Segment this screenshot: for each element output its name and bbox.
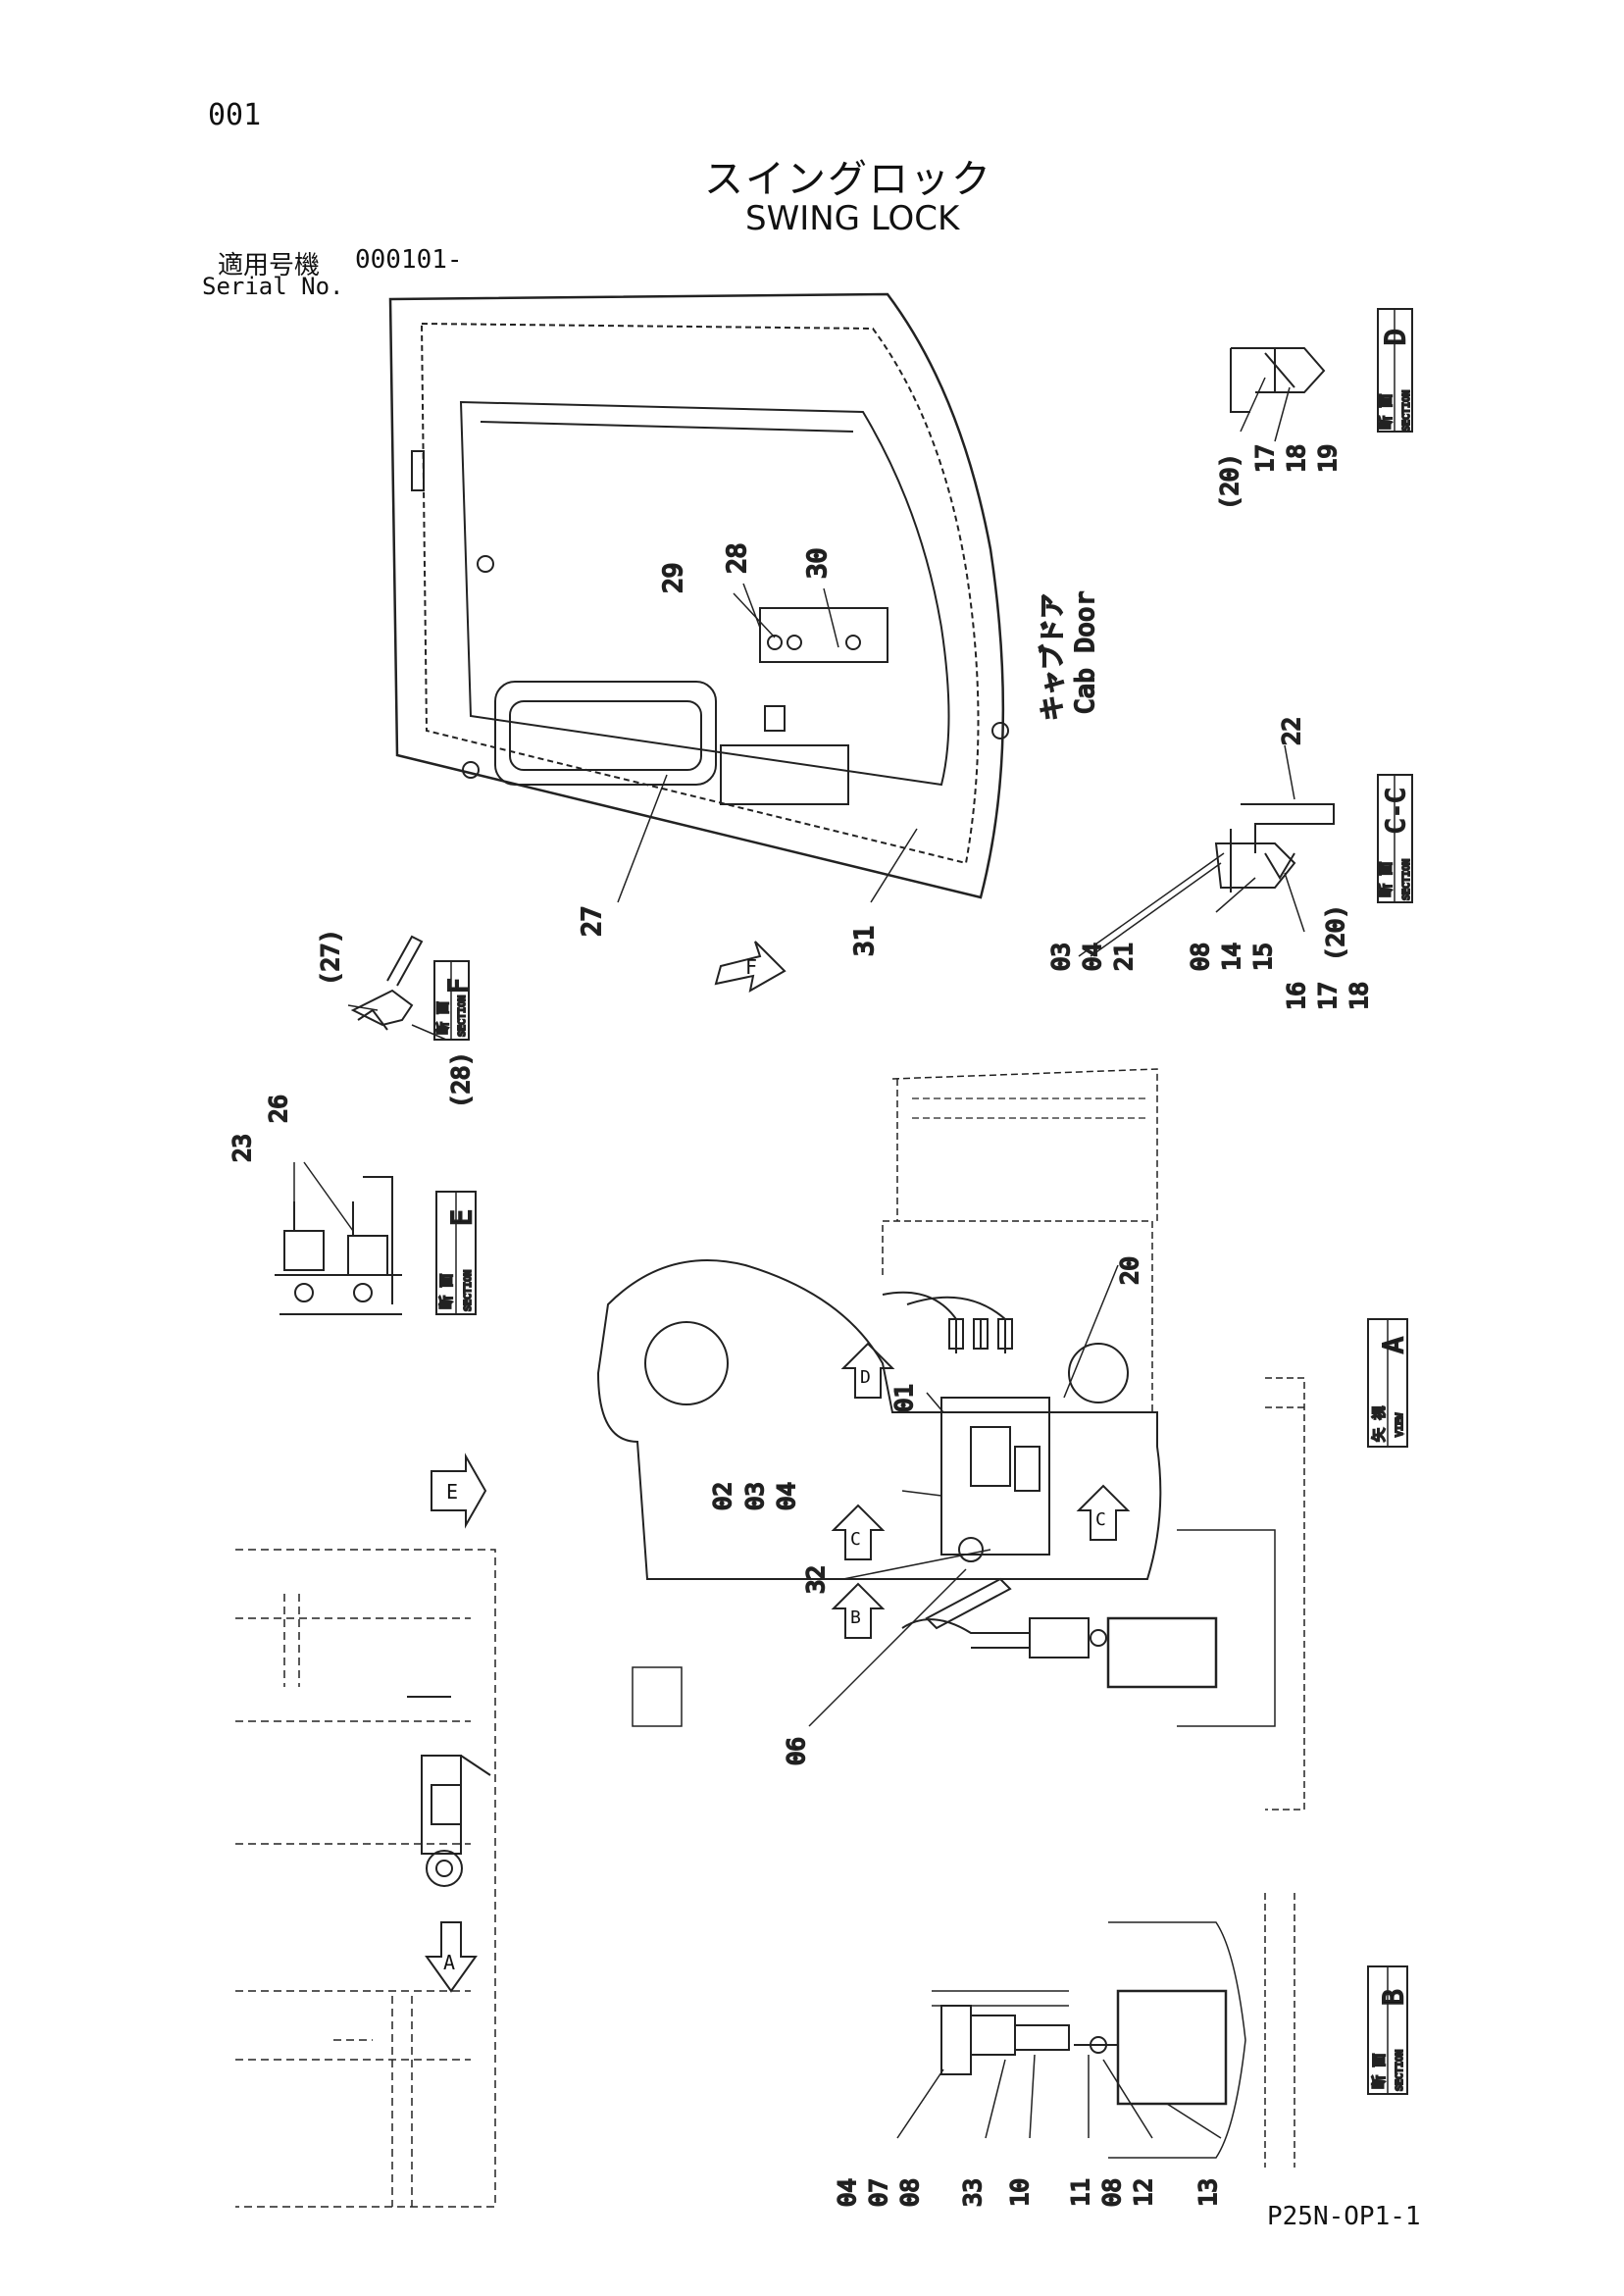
section-d-callout-19: 19 [1314, 444, 1342, 473]
title-english: SWING LOCK [745, 199, 960, 238]
view-arrow-b: B [831, 1582, 886, 1639]
view-a-callout-03: 03 [741, 1482, 769, 1510]
section-b-callout-33: 33 [959, 2178, 987, 2207]
section-f-drawing [347, 935, 470, 1041]
section-b-callout-08: 08 [896, 2178, 924, 2207]
section-b-callout-13: 13 [1194, 2178, 1222, 2207]
callout-29: 29 [659, 563, 688, 593]
section-d-word-jp: 断 面 [1379, 394, 1395, 430]
view-a-callout-04: 04 [773, 1482, 800, 1510]
arrow-c-right-letter: C [1095, 1509, 1106, 1530]
serial-label-english: Serial No. [202, 273, 344, 300]
section-d-callout-17: 17 [1251, 444, 1279, 473]
view-a-word-en: VIEW [1395, 1412, 1405, 1437]
section-d-callout-18: 18 [1283, 444, 1310, 473]
section-b-callout-10: 10 [1006, 2178, 1034, 2207]
side-view-drawing [235, 1549, 496, 2208]
section-b-callout-08b: 08 [1098, 2178, 1126, 2207]
cab-door-label-jp: キャブドア [1039, 593, 1068, 721]
section-b-callout-11: 11 [1067, 2178, 1094, 2207]
section-cc-drawing [1078, 744, 1413, 957]
section-f-callout-28: (28) [447, 1051, 475, 1108]
section-cc-callout-16: 16 [1283, 982, 1310, 1010]
section-cc-letters: C-C [1382, 788, 1411, 834]
view-arrow-d: D [840, 1342, 895, 1399]
view-arrow-a: A [425, 1921, 478, 1993]
section-f-word-jp: 断 面 [436, 1001, 451, 1035]
view-a-label-box [1367, 1318, 1408, 1448]
section-cc-callout-15: 15 [1249, 943, 1277, 971]
view-arrow-c-left: C [831, 1504, 886, 1560]
section-f-word-en: SECTION [457, 995, 468, 1037]
view-a-callout-01: 01 [890, 1384, 918, 1412]
section-b-callout-04: 04 [834, 2178, 861, 2207]
view-arrow-f: F [714, 941, 787, 993]
section-d-drawing [1230, 308, 1413, 442]
section-cc-word-en: SECTION [1401, 859, 1412, 900]
callout-27: 27 [578, 906, 607, 937]
view-a-callout-20: 20 [1116, 1256, 1143, 1285]
view-a-callout-06: 06 [783, 1737, 810, 1765]
section-f-letter: F [444, 978, 474, 994]
section-b-callout-07: 07 [865, 2178, 892, 2207]
view-a-callout-02: 02 [709, 1482, 736, 1510]
view-arrow-c-right: C [1076, 1484, 1131, 1541]
side-view-mechanism [407, 1696, 491, 1887]
serial-value: 000101- [355, 245, 463, 275]
serial-label-japanese: 適用号機 [218, 251, 321, 281]
section-cc-callout-14: 14 [1218, 943, 1245, 971]
cab-door-drawing [388, 292, 1009, 903]
section-b-callout-12: 12 [1130, 2178, 1157, 2207]
arrow-c-left-letter: C [850, 1529, 861, 1550]
section-cc-callout-08: 08 [1187, 943, 1214, 971]
section-e-callout-23: 23 [228, 1134, 256, 1162]
section-cc-callout-20: (20) [1322, 904, 1349, 961]
page-number: 001 [208, 98, 262, 132]
section-e-word-jp: 断 面 [439, 1274, 455, 1309]
section-e-word-en: SECTION [463, 1270, 474, 1311]
section-f-callout-27: (27) [317, 929, 344, 986]
arrow-d-letter: D [860, 1367, 871, 1388]
section-cc-callout-17: 17 [1314, 982, 1342, 1010]
view-a-word-jp: 矢 視 [1372, 1406, 1388, 1442]
arrow-e-letter: E [446, 1480, 458, 1504]
view-arrow-e: E [431, 1453, 487, 1529]
callout-28: 28 [723, 543, 752, 574]
section-b-word-jp: 断 面 [1372, 2054, 1388, 2089]
arrow-a-letter: A [443, 1951, 455, 1974]
section-cc-callout-22: 22 [1278, 717, 1305, 745]
cab-door-label-en: Cab Door [1071, 591, 1100, 714]
section-cc-callout-03: 03 [1047, 943, 1075, 971]
section-e-drawing [275, 1161, 477, 1315]
section-e-letter: E [445, 1209, 478, 1226]
callout-30: 30 [803, 548, 833, 579]
section-e-callout-26: 26 [265, 1095, 292, 1123]
view-a-drawing [596, 1068, 1305, 1811]
view-a-letter: A [1377, 1337, 1409, 1353]
arrow-b-letter: B [850, 1607, 861, 1628]
section-b-letter: B [1377, 1989, 1409, 2006]
section-cc-callout-04: 04 [1079, 943, 1106, 971]
section-d-letter: D [1379, 329, 1411, 345]
view-a-callout-32: 32 [802, 1565, 830, 1594]
arrow-f-letter: F [745, 955, 757, 979]
section-cc-word-jp: 断 面 [1379, 862, 1395, 897]
document-code: P25N-OP1-1 [1267, 2202, 1421, 2231]
section-b-word-en: SECTION [1395, 2050, 1405, 2091]
section-b-drawing [896, 1893, 1408, 2168]
title-japanese: スイングロック [704, 157, 992, 202]
section-d-word-en: SECTION [1401, 390, 1412, 432]
section-cc-callout-21: 21 [1110, 943, 1138, 971]
callout-31: 31 [850, 926, 880, 956]
section-cc-callout-18: 18 [1345, 982, 1373, 1010]
section-d-callout-20: (20) [1216, 453, 1243, 510]
